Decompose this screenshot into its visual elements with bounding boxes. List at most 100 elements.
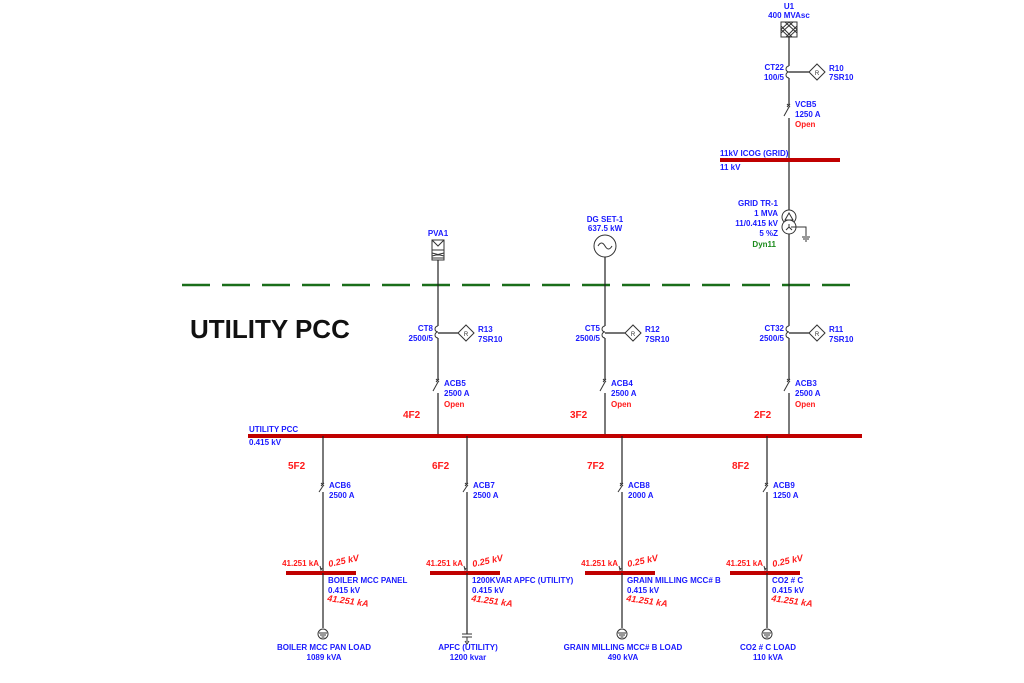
breaker-icon[interactable] bbox=[462, 482, 469, 493]
load-icon[interactable] bbox=[761, 628, 773, 640]
breaker-state: Open bbox=[795, 400, 816, 409]
sub-bus-name: GRAIN MILLING MCC# B bbox=[627, 576, 721, 585]
breaker-rating: 2500 A bbox=[329, 491, 355, 500]
pv-array-icon[interactable] bbox=[431, 239, 445, 261]
breaker-rating: 2500 A bbox=[795, 389, 821, 398]
load-icon[interactable] bbox=[317, 628, 329, 640]
breaker-icon[interactable] bbox=[599, 378, 607, 392]
relay-glyph: R bbox=[815, 332, 820, 338]
current-transformer-ct22-icon[interactable] bbox=[785, 65, 790, 79]
fault-current-below: 41.251 kA bbox=[326, 593, 370, 609]
breaker-vcb5-icon[interactable] bbox=[783, 103, 791, 117]
current-transformer-icon[interactable] bbox=[434, 325, 439, 339]
sub-bus-voltage: 0.415 kV bbox=[772, 586, 805, 595]
breaker-icon[interactable] bbox=[617, 482, 624, 493]
fault-current-left: 41.251 kA bbox=[581, 559, 618, 568]
transformer-name: GRID TR-1 bbox=[738, 199, 779, 208]
feeder-tag: 7F2 bbox=[587, 461, 605, 472]
fault-current-below: 41.251 kA bbox=[470, 593, 514, 609]
relay-icon[interactable]: R bbox=[808, 324, 826, 342]
relay-model: 7SR10 bbox=[645, 335, 670, 344]
fault-arrow-icon bbox=[618, 565, 622, 572]
load-rating: 490 kVA bbox=[608, 653, 639, 662]
svg-text:R: R bbox=[815, 71, 820, 77]
ct22-ratio: 100/5 bbox=[764, 73, 785, 82]
relay-r10-icon[interactable]: R bbox=[808, 63, 826, 81]
fault-current-left: 41.251 kA bbox=[726, 559, 763, 568]
generator-icon[interactable] bbox=[593, 234, 617, 258]
relay-icon[interactable]: R bbox=[457, 324, 475, 342]
relay-label: R11 bbox=[829, 325, 844, 334]
fault-voltage: 0.25 kV bbox=[327, 553, 360, 569]
load-icon[interactable] bbox=[616, 628, 628, 640]
feeder-tag: 6F2 bbox=[432, 461, 450, 472]
transformer-grid-tr1-icon[interactable] bbox=[781, 209, 810, 242]
transformer-vector-group: Dyn11 bbox=[752, 240, 776, 249]
breaker-rating: 1250 A bbox=[773, 491, 799, 500]
bus-11kv-voltage: 11 kV bbox=[720, 163, 741, 172]
current-transformer-icon[interactable] bbox=[785, 325, 790, 339]
sub-bus-name: BOILER MCC PANEL bbox=[328, 576, 408, 585]
fault-current-left: 41.251 kA bbox=[426, 559, 463, 568]
current-transformer-icon[interactable] bbox=[601, 325, 606, 339]
breaker-rating: 2500 A bbox=[611, 389, 637, 398]
fault-voltage: 0.25 kV bbox=[471, 553, 504, 569]
relay-icon[interactable]: R bbox=[624, 324, 642, 342]
sub-bus-voltage: 0.415 kV bbox=[472, 586, 505, 595]
load-name: APFC (UTILITY) bbox=[438, 643, 498, 652]
breaker-label: ACB9 bbox=[773, 481, 795, 490]
load-rating: 110 kVA bbox=[753, 653, 783, 662]
ct-label: CT5 bbox=[585, 324, 601, 333]
load-rating: 1089 kVA bbox=[307, 653, 342, 662]
load-name: CO2 # C LOAD bbox=[740, 643, 796, 652]
ct22-label: CT22 bbox=[764, 63, 784, 72]
load-name: GRAIN MILLING MCC# B LOAD bbox=[564, 643, 683, 652]
breaker-label: ACB7 bbox=[473, 481, 495, 490]
breaker-label: ACB6 bbox=[329, 481, 351, 490]
breaker-icon[interactable] bbox=[762, 482, 769, 493]
vcb5-state: Open bbox=[795, 120, 816, 129]
relay-label: R12 bbox=[645, 325, 660, 334]
sub-bus-voltage: 0.415 kV bbox=[627, 586, 660, 595]
main-bus-voltage: 0.415 kV bbox=[249, 438, 282, 447]
bus-11kv-name: 11kV ICOG (GRID) bbox=[720, 149, 789, 158]
breaker-label: ACB3 bbox=[795, 379, 817, 388]
main-bus-name: UTILITY PCC bbox=[249, 425, 298, 434]
breaker-label: ACB5 bbox=[444, 379, 466, 388]
transformer-impedance: 5 %Z bbox=[759, 229, 778, 238]
breaker-icon[interactable] bbox=[318, 482, 325, 493]
sub-bus-voltage: 0.415 kV bbox=[328, 586, 361, 595]
relay-glyph: R bbox=[631, 332, 636, 338]
breaker-icon[interactable] bbox=[783, 378, 791, 392]
ct-ratio: 2500/5 bbox=[576, 334, 601, 343]
breaker-rating: 2000 A bbox=[628, 491, 654, 500]
capacitor-icon[interactable] bbox=[462, 633, 472, 645]
relay-model: 7SR10 bbox=[829, 335, 854, 344]
utility-rating: 400 MVAsc bbox=[768, 11, 810, 20]
ct-label: CT32 bbox=[764, 324, 784, 333]
breaker-state: Open bbox=[444, 400, 465, 409]
r10-label: R10 bbox=[829, 64, 844, 73]
dg-rating: 637.5 kW bbox=[588, 224, 623, 233]
ct-label: CT8 bbox=[418, 324, 434, 333]
feeder-tag: 3F2 bbox=[570, 410, 588, 421]
fault-voltage: 0.25 kV bbox=[771, 553, 804, 569]
utility-name: U1 bbox=[784, 2, 795, 11]
breaker-label: ACB4 bbox=[611, 379, 633, 388]
utility-grid-icon[interactable] bbox=[780, 21, 798, 38]
load-rating: 1200 kvar bbox=[450, 653, 486, 662]
vcb5-rating: 1250 A bbox=[795, 110, 821, 119]
breaker-label: ACB8 bbox=[628, 481, 650, 490]
diagram-title: UTILITY PCC bbox=[190, 314, 350, 344]
fault-current-below: 41.251 kA bbox=[625, 593, 669, 609]
transformer-voltage: 11/0.415 kV bbox=[735, 219, 778, 228]
pva-label: PVA1 bbox=[428, 229, 449, 238]
breaker-icon[interactable] bbox=[432, 378, 440, 392]
fault-current-left: 41.251 kA bbox=[282, 559, 319, 568]
